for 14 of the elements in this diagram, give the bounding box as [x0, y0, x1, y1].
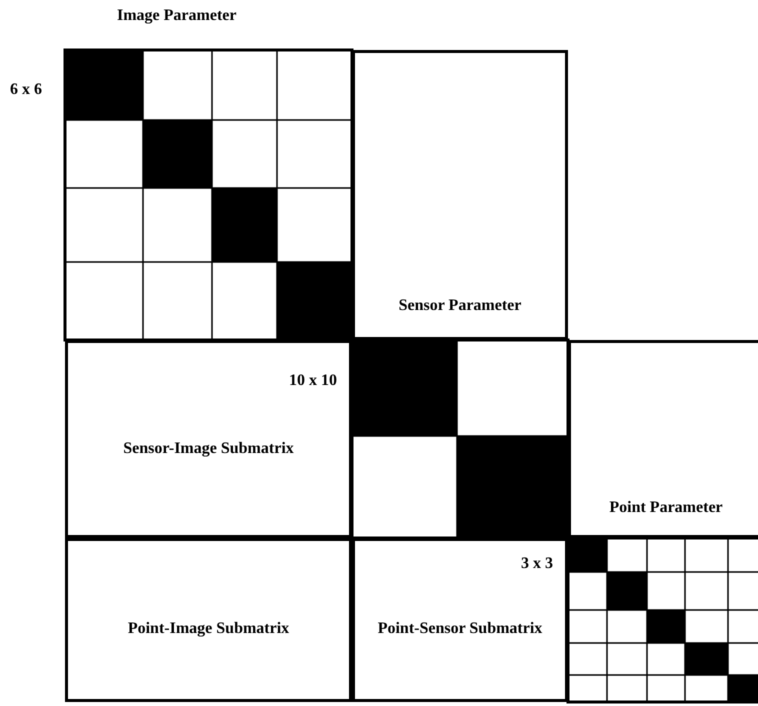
block-label: Sensor Parameter: [398, 296, 522, 316]
size-label: 3 x 3: [521, 554, 553, 574]
matrix-block: [352, 50, 568, 340]
matrix-block: [352, 538, 568, 702]
size-label: 10 x 10: [289, 371, 337, 391]
size-label: 6 x 6: [10, 80, 42, 100]
matrix-block: [65, 340, 352, 538]
axis-heading: Image Parameter: [117, 6, 236, 26]
matrix-block: [65, 538, 352, 702]
block-label: Point Parameter: [609, 498, 723, 518]
block-label: Sensor-Image Submatrix: [123, 439, 294, 459]
matrix-block: [568, 340, 758, 538]
block-label: Point-Image Submatrix: [128, 619, 290, 639]
block-label: Point-Sensor Submatrix: [378, 619, 542, 639]
